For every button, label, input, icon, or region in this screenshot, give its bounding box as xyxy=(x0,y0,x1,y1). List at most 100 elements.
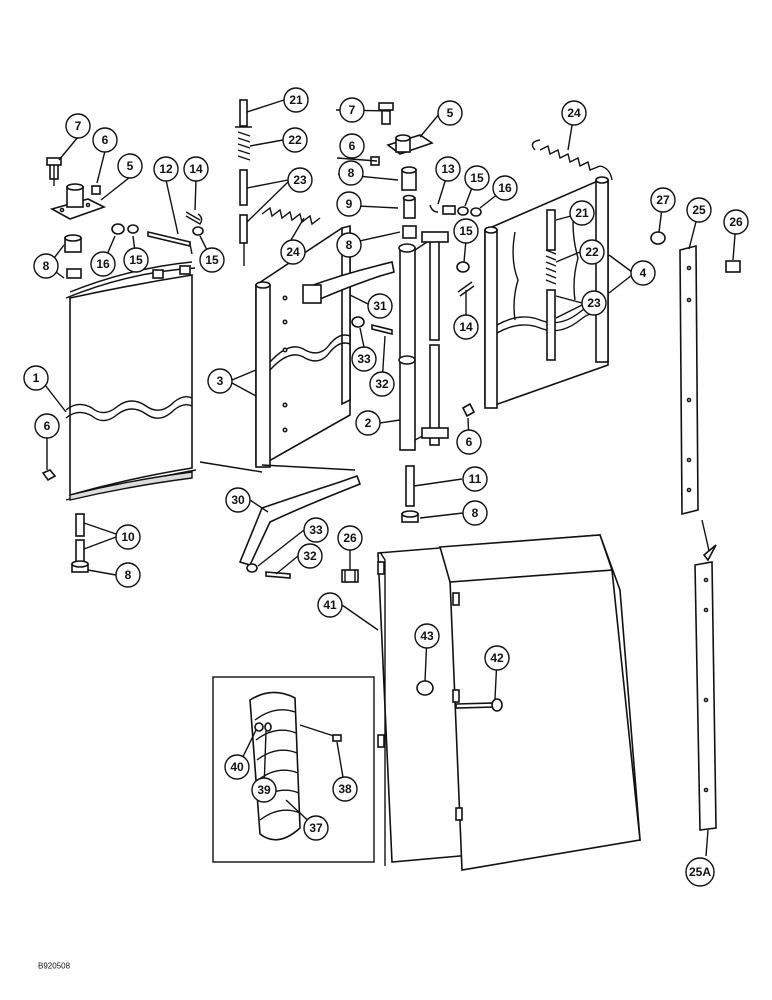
svg-text:22: 22 xyxy=(585,245,599,259)
svg-text:3: 3 xyxy=(217,374,224,388)
callout: 26 xyxy=(723,209,749,235)
callout: 13 xyxy=(435,156,461,182)
side-strip-25 xyxy=(650,231,741,857)
callout: 21 xyxy=(283,87,309,113)
svg-text:7: 7 xyxy=(349,103,356,117)
svg-text:4: 4 xyxy=(640,266,647,280)
svg-text:13: 13 xyxy=(441,162,455,176)
svg-text:15: 15 xyxy=(205,253,219,267)
callout: 2 xyxy=(355,410,381,436)
callout: 31 xyxy=(367,293,393,319)
callout: 9 xyxy=(336,191,362,217)
callout: 22 xyxy=(282,127,308,153)
svg-text:8: 8 xyxy=(125,568,132,582)
svg-text:27: 27 xyxy=(656,193,670,207)
callout: 24 xyxy=(280,239,306,265)
svg-text:6: 6 xyxy=(349,139,356,153)
callout: 40 xyxy=(224,754,250,780)
callout: 16 xyxy=(492,175,518,201)
callout: 5 xyxy=(117,153,143,179)
right-panel-assembly xyxy=(484,139,613,409)
svg-text:24: 24 xyxy=(567,106,581,120)
callout: 33 xyxy=(351,346,377,372)
callout: 6 xyxy=(339,133,365,159)
callout: 16 xyxy=(90,251,116,277)
linkage-arm-31 xyxy=(302,261,395,336)
callout: 8 xyxy=(336,232,362,258)
figure-id: B920508 xyxy=(38,962,71,971)
svg-text:21: 21 xyxy=(289,93,303,107)
svg-text:38: 38 xyxy=(338,782,352,796)
svg-text:30: 30 xyxy=(231,493,245,507)
lever-30 xyxy=(238,474,362,579)
svg-text:6: 6 xyxy=(44,419,51,433)
callout: 8 xyxy=(115,562,141,588)
svg-text:7: 7 xyxy=(75,119,82,133)
callout: 8 xyxy=(33,253,59,279)
door-panels xyxy=(377,534,641,871)
callout: 14 xyxy=(453,314,479,340)
svg-text:33: 33 xyxy=(309,523,323,537)
svg-text:15: 15 xyxy=(459,224,473,238)
callout: 7 xyxy=(339,97,365,123)
svg-text:23: 23 xyxy=(587,296,601,310)
svg-text:15: 15 xyxy=(470,171,484,185)
louver-inset xyxy=(212,676,375,863)
svg-text:23: 23 xyxy=(293,173,307,187)
callout: 3 xyxy=(207,368,233,394)
svg-text:42: 42 xyxy=(490,651,504,665)
callout: 43 xyxy=(414,623,440,649)
callout: 4 xyxy=(630,260,656,286)
callout: 6 xyxy=(92,127,118,153)
pivot-post-assembly xyxy=(398,166,449,523)
svg-text:40: 40 xyxy=(230,760,244,774)
callout: 39 xyxy=(251,777,277,803)
svg-text:33: 33 xyxy=(357,352,371,366)
svg-text:41: 41 xyxy=(323,598,337,612)
callout: 6 xyxy=(456,429,482,455)
svg-text:43: 43 xyxy=(420,629,434,643)
callout: 10 xyxy=(115,524,141,550)
svg-text:31: 31 xyxy=(373,299,387,313)
svg-text:11: 11 xyxy=(469,472,482,486)
left-top-hardware xyxy=(46,157,204,279)
callout: 26 xyxy=(337,525,363,551)
callout: 24 xyxy=(561,100,587,126)
svg-text:9: 9 xyxy=(346,197,353,211)
callout: 38 xyxy=(332,776,358,802)
callout: 15 xyxy=(453,218,479,244)
callout: 15 xyxy=(199,247,225,273)
callout: 8 xyxy=(338,160,364,186)
callout: 22 xyxy=(579,239,605,265)
callout: 25A xyxy=(685,857,715,887)
callout: 1 xyxy=(23,365,49,391)
callout: 23 xyxy=(581,290,607,316)
callout: 32 xyxy=(297,543,323,569)
svg-text:37: 37 xyxy=(309,821,323,835)
svg-text:25A: 25A xyxy=(689,865,711,879)
svg-text:8: 8 xyxy=(43,259,50,273)
callout: 5 xyxy=(437,100,463,126)
callout: 41 xyxy=(317,592,343,618)
svg-text:5: 5 xyxy=(127,159,134,173)
callout: 23 xyxy=(287,167,313,193)
callout: 6 xyxy=(34,413,60,439)
callout: 15 xyxy=(123,247,149,273)
callout: 27 xyxy=(650,187,676,213)
svg-text:14: 14 xyxy=(189,162,203,176)
svg-text:8: 8 xyxy=(346,238,353,252)
curved-screen-panel xyxy=(65,261,197,501)
callout: 12 xyxy=(153,156,179,182)
svg-text:32: 32 xyxy=(375,377,389,391)
svg-text:5: 5 xyxy=(447,106,454,120)
svg-text:22: 22 xyxy=(288,133,302,147)
svg-text:1: 1 xyxy=(33,371,40,385)
callout: 11 xyxy=(462,466,488,492)
callout: 14 xyxy=(183,156,209,182)
svg-text:39: 39 xyxy=(257,783,271,797)
svg-text:12: 12 xyxy=(159,162,173,176)
callout: 37 xyxy=(303,815,329,841)
svg-text:6: 6 xyxy=(466,435,473,449)
svg-text:24: 24 xyxy=(286,245,300,259)
